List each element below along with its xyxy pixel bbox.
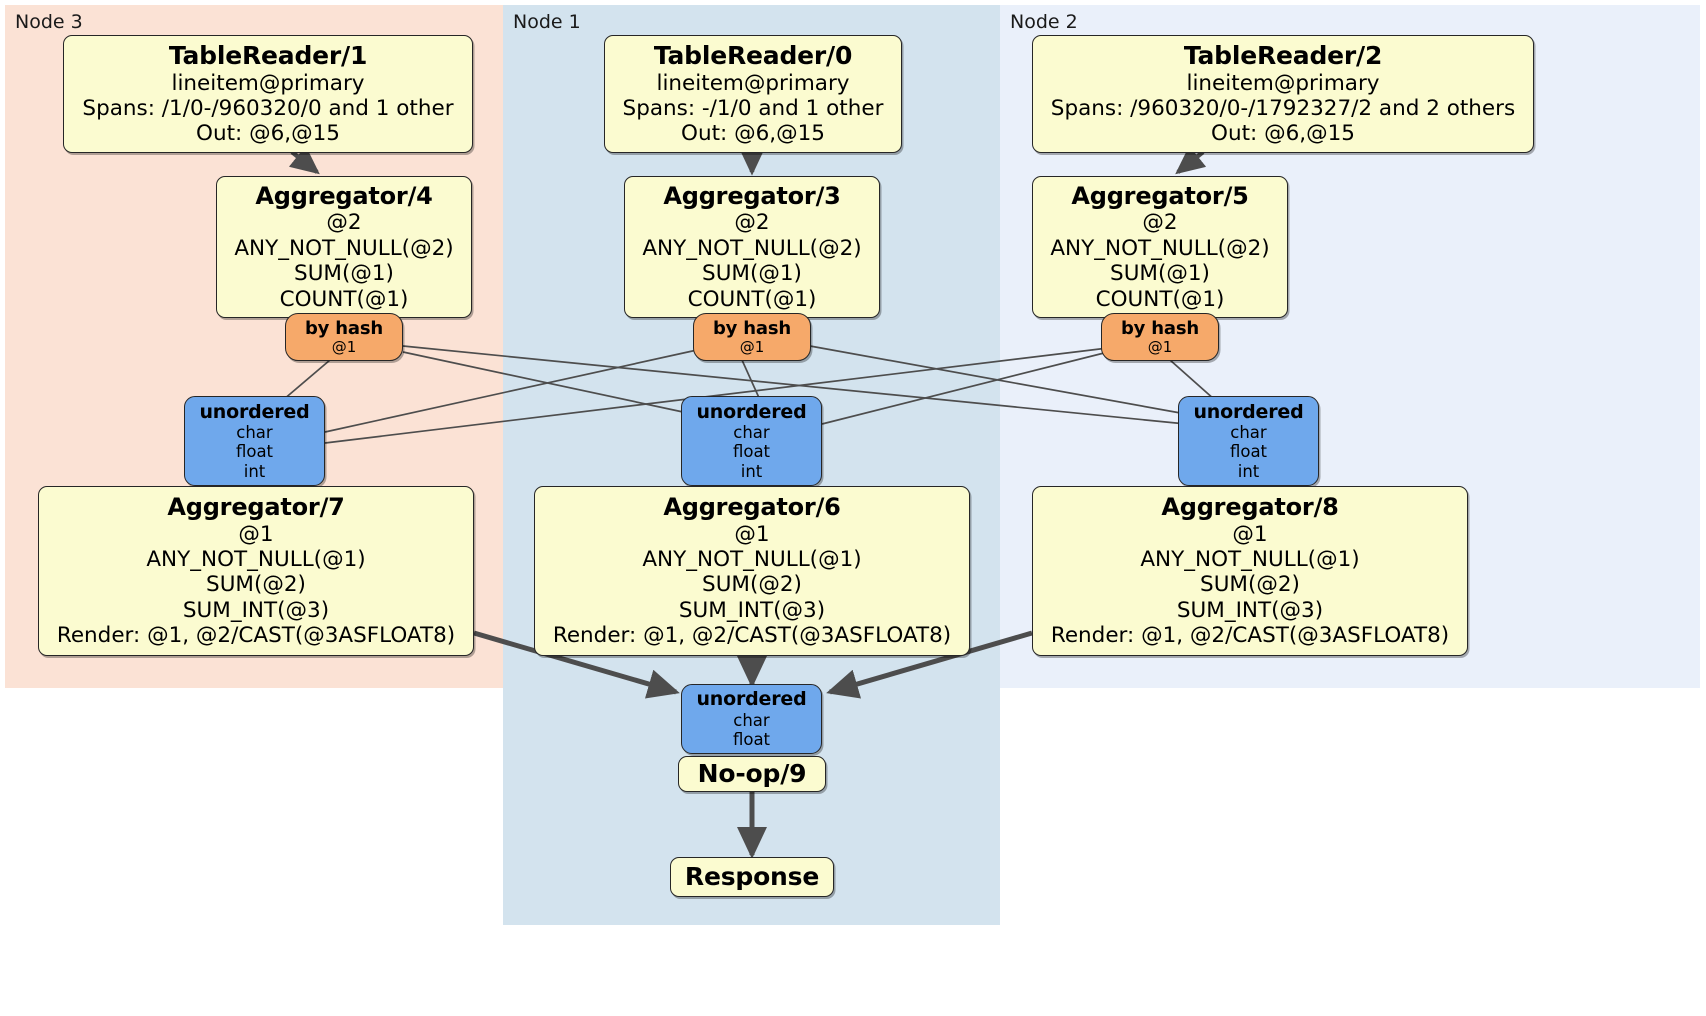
box-title: Response: [684, 862, 820, 892]
sync-title: unordered: [696, 688, 807, 711]
box-line: ANY_NOT_NULL(@2): [1050, 235, 1270, 261]
box-line: @2: [734, 210, 770, 236]
box-aggregator-6[interactable]: Aggregator/6 @1 ANY_NOT_NULL(@1) SUM(@2)…: [534, 486, 970, 656]
box-title: No-op/9: [697, 759, 807, 789]
box-line: Spans: -/1/0 and 1 other: [622, 96, 884, 122]
box-line: SUM_INT(@3): [1176, 597, 1324, 623]
box-line: ANY_NOT_NULL(@1): [146, 547, 366, 573]
sync-line: char: [733, 423, 770, 442]
box-line: @2: [326, 210, 362, 236]
box-table-reader-1[interactable]: TableReader/1 lineitem@primary Spans: /1…: [63, 35, 473, 153]
node-panel-3-label: Node 3: [15, 11, 83, 33]
box-line: ANY_NOT_NULL(@1): [1140, 547, 1360, 573]
box-line: Spans: /960320/0-/1792327/2 and 2 others: [1050, 96, 1516, 122]
box-line: SUM(@2): [702, 572, 802, 598]
box-line: Render: @1, @2/CAST(@3ASFLOAT8): [552, 623, 952, 649]
sync-unordered-final[interactable]: unordered char float: [681, 684, 822, 754]
router-title: by hash: [713, 317, 791, 339]
sync-line: int: [1237, 461, 1260, 481]
box-line: lineitem@primary: [656, 70, 850, 96]
box-line: COUNT(@1): [279, 286, 409, 312]
box-title: TableReader/2: [1183, 41, 1383, 71]
sync-line: int: [243, 461, 266, 481]
box-response[interactable]: Response: [670, 857, 834, 897]
sync-title: unordered: [696, 400, 807, 423]
box-line: @1: [1232, 521, 1268, 547]
box-line: ANY_NOT_NULL(@2): [642, 235, 862, 261]
sync-line: int: [740, 461, 763, 481]
box-line: SUM(@1): [1110, 261, 1210, 287]
box-line: @1: [734, 521, 770, 547]
box-line: SUM(@2): [206, 572, 306, 598]
box-line: @1: [238, 521, 274, 547]
box-line: lineitem@primary: [1186, 70, 1380, 96]
box-aggregator-3[interactable]: Aggregator/3 @2 ANY_NOT_NULL(@2) SUM(@1)…: [624, 176, 880, 318]
router-by-hash-left[interactable]: by hash @1: [285, 313, 403, 361]
box-line: Out: @6,@15: [681, 121, 825, 147]
box-line: @2: [1142, 210, 1178, 236]
node-panel-2-label: Node 2: [1010, 11, 1078, 33]
box-title: Aggregator/7: [167, 493, 345, 522]
box-title: TableReader/0: [653, 41, 853, 71]
box-line: Spans: /1/0-/960320/0 and 1 other: [82, 96, 454, 122]
box-title: Aggregator/4: [255, 182, 433, 211]
sync-line: float: [732, 442, 771, 462]
router-title: by hash: [305, 317, 383, 339]
box-line: Out: @6,@15: [1211, 121, 1355, 147]
box-line: SUM_INT(@3): [182, 597, 330, 623]
box-line: SUM(@1): [702, 261, 802, 287]
sync-title: unordered: [1193, 400, 1304, 423]
sync-line: float: [732, 730, 771, 750]
box-line: SUM(@2): [1200, 572, 1300, 598]
sync-title: unordered: [199, 400, 310, 423]
sync-line: char: [1230, 423, 1267, 442]
sync-unordered-right[interactable]: unordered char float int: [1178, 396, 1319, 486]
box-title: Aggregator/3: [663, 182, 841, 211]
box-aggregator-8[interactable]: Aggregator/8 @1 ANY_NOT_NULL(@1) SUM(@2)…: [1032, 486, 1468, 656]
box-aggregator-7[interactable]: Aggregator/7 @1 ANY_NOT_NULL(@1) SUM(@2)…: [38, 486, 474, 656]
router-line: @1: [1147, 337, 1173, 356]
router-line: @1: [331, 337, 357, 356]
box-line: ANY_NOT_NULL(@1): [642, 547, 862, 573]
sync-line: char: [733, 710, 770, 730]
box-title: TableReader/1: [168, 41, 368, 71]
sync-line: float: [1229, 442, 1268, 462]
box-title: Aggregator/6: [663, 493, 841, 522]
box-line: ANY_NOT_NULL(@2): [234, 235, 454, 261]
node-panel-1-label: Node 1: [513, 11, 581, 33]
sync-unordered-mid[interactable]: unordered char float int: [681, 396, 822, 486]
box-line: Out: @6,@15: [196, 121, 340, 147]
router-line: @1: [739, 337, 765, 356]
router-by-hash-mid[interactable]: by hash @1: [693, 313, 811, 361]
box-line: Render: @1, @2/CAST(@3ASFLOAT8): [56, 623, 456, 649]
sync-line: char: [236, 423, 273, 442]
router-by-hash-right[interactable]: by hash @1: [1101, 313, 1219, 361]
box-aggregator-4[interactable]: Aggregator/4 @2 ANY_NOT_NULL(@2) SUM(@1)…: [216, 176, 472, 318]
box-line: SUM_INT(@3): [678, 597, 826, 623]
box-line: lineitem@primary: [171, 70, 365, 96]
box-line: COUNT(@1): [687, 286, 817, 312]
box-line: Render: @1, @2/CAST(@3ASFLOAT8): [1050, 623, 1450, 649]
box-title: Aggregator/8: [1161, 493, 1339, 522]
box-line: COUNT(@1): [1095, 286, 1225, 312]
router-title: by hash: [1121, 317, 1199, 339]
sync-unordered-left[interactable]: unordered char float int: [184, 396, 325, 486]
box-no-op-9[interactable]: No-op/9: [678, 756, 826, 792]
box-aggregator-5[interactable]: Aggregator/5 @2 ANY_NOT_NULL(@2) SUM(@1)…: [1032, 176, 1288, 318]
box-title: Aggregator/5: [1071, 182, 1249, 211]
box-table-reader-2[interactable]: TableReader/2 lineitem@primary Spans: /9…: [1032, 35, 1534, 153]
sync-line: float: [235, 442, 274, 462]
box-table-reader-0[interactable]: TableReader/0 lineitem@primary Spans: -/…: [604, 35, 902, 153]
box-line: SUM(@1): [294, 261, 394, 287]
